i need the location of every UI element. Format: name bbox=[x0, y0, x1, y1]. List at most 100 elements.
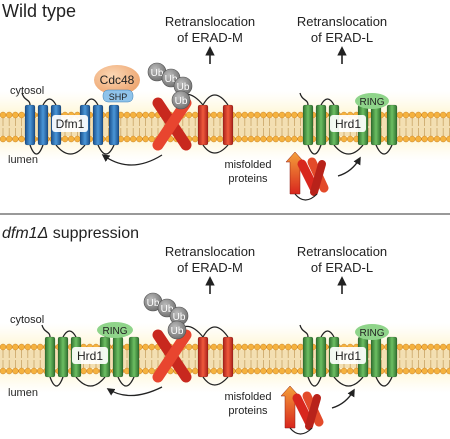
lipid-head bbox=[266, 343, 273, 351]
lipid-head bbox=[142, 135, 149, 143]
ubiquitin-label-2: Ub bbox=[165, 74, 178, 85]
lipid-head bbox=[86, 367, 94, 375]
lipid-head bbox=[415, 111, 422, 119]
ring-label: RING bbox=[103, 326, 128, 337]
lipid-head bbox=[210, 367, 218, 375]
lipid-head bbox=[24, 343, 32, 351]
loop bbox=[320, 330, 335, 338]
loop bbox=[41, 324, 51, 338]
lipid-head bbox=[446, 343, 450, 351]
panel2-retrans-right-line2: of ERAD-L bbox=[311, 260, 373, 275]
lipid-head bbox=[396, 135, 404, 143]
lipid-head bbox=[5, 135, 13, 143]
loop bbox=[299, 324, 309, 338]
panel2-hrd1-left: Hrd1 bbox=[41, 324, 140, 387]
panel2-hrd1-left-label: Hrd1 bbox=[77, 349, 103, 363]
panel1-misfolded-line2: proteins bbox=[228, 173, 268, 185]
lipid-head bbox=[74, 135, 81, 143]
lipid-head bbox=[396, 343, 404, 351]
panel1-ring: RING bbox=[355, 93, 389, 109]
lipid-head bbox=[340, 135, 348, 143]
lipid-head bbox=[80, 367, 87, 375]
loop bbox=[375, 144, 393, 155]
lipid-head bbox=[284, 111, 292, 119]
loop bbox=[375, 376, 393, 387]
lipid-head bbox=[433, 111, 441, 119]
lipid-head bbox=[433, 343, 441, 351]
loop bbox=[49, 376, 64, 387]
panel2-ring-left: RING bbox=[97, 322, 133, 338]
loop bbox=[84, 98, 99, 106]
lipid-head bbox=[408, 135, 416, 143]
ubiquitin-label-3: Ub bbox=[173, 312, 186, 323]
loop bbox=[307, 376, 322, 387]
lipid-head bbox=[67, 135, 75, 143]
lipid-head bbox=[297, 367, 304, 375]
lipid-head bbox=[297, 343, 304, 351]
lipid-head bbox=[427, 343, 435, 351]
panel2-hrd1-right-label: Hrd1 bbox=[335, 349, 361, 363]
lipid-head bbox=[278, 135, 286, 143]
lipid-head bbox=[216, 343, 224, 351]
lipid-head bbox=[235, 135, 242, 143]
lipid-head bbox=[0, 135, 7, 143]
lipid-head bbox=[402, 343, 410, 351]
lipid-head bbox=[210, 343, 218, 351]
misfolded-helix bbox=[222, 104, 234, 146]
helix-segment bbox=[310, 160, 326, 196]
ring-label: RING bbox=[360, 97, 385, 108]
panel2-title: dfm1Δ suppression bbox=[2, 225, 139, 242]
lipid-head bbox=[427, 367, 435, 375]
panel1-hrd1: Hrd1 bbox=[299, 92, 398, 155]
lipid-head bbox=[415, 367, 422, 375]
panel1-retrans-left-line2: of ERAD-M bbox=[177, 30, 243, 45]
ubiquitin-4 bbox=[167, 320, 187, 340]
helix-segment bbox=[305, 394, 321, 430]
lipid-head bbox=[123, 135, 131, 143]
lipid-head bbox=[247, 111, 255, 119]
lipid-head bbox=[266, 135, 273, 143]
lipid-head bbox=[30, 343, 38, 351]
loop bbox=[75, 376, 106, 387]
lipid-head bbox=[5, 367, 13, 375]
panel1-recruit-arrow bbox=[101, 154, 163, 166]
misfolded-helix bbox=[197, 336, 209, 378]
lipid-head bbox=[253, 367, 261, 375]
lipid-head bbox=[18, 111, 25, 119]
lipid-head bbox=[297, 111, 304, 119]
lipid-head bbox=[284, 135, 292, 143]
ring-shape bbox=[355, 93, 389, 109]
lipid-head bbox=[36, 367, 44, 375]
panel1-luminal-protein bbox=[285, 151, 329, 201]
lipid-head bbox=[439, 367, 447, 375]
loop bbox=[307, 144, 322, 155]
lipid-head bbox=[92, 367, 100, 375]
misfolded-helix bbox=[222, 336, 234, 378]
panel2-retrans-left-line2: of ERAD-M bbox=[177, 260, 243, 275]
lipid-head bbox=[253, 111, 261, 119]
misfolded-helix bbox=[197, 104, 209, 146]
lipid-head bbox=[297, 135, 304, 143]
panel1-misfolded-line1: misfolded bbox=[224, 159, 271, 171]
panel2-hrd1-right: Hrd1 bbox=[299, 324, 398, 387]
lipid-head bbox=[291, 111, 298, 119]
panel1-hrd1-label: Hrd1 bbox=[335, 117, 361, 131]
lipid-head bbox=[136, 111, 143, 119]
lipid-head bbox=[129, 111, 137, 119]
cdc48-label: Cdc48 bbox=[100, 73, 135, 87]
tm-helix bbox=[386, 104, 398, 146]
loop bbox=[202, 94, 229, 106]
lipid-head bbox=[278, 367, 286, 375]
lipid-head bbox=[235, 111, 242, 119]
lipid-head bbox=[272, 135, 280, 143]
lipid-head bbox=[36, 343, 44, 351]
lipid-head bbox=[123, 111, 131, 119]
lipid-head bbox=[421, 343, 428, 351]
loop bbox=[21, 92, 31, 106]
tm-helix bbox=[57, 336, 69, 378]
lipid-head bbox=[216, 367, 224, 375]
